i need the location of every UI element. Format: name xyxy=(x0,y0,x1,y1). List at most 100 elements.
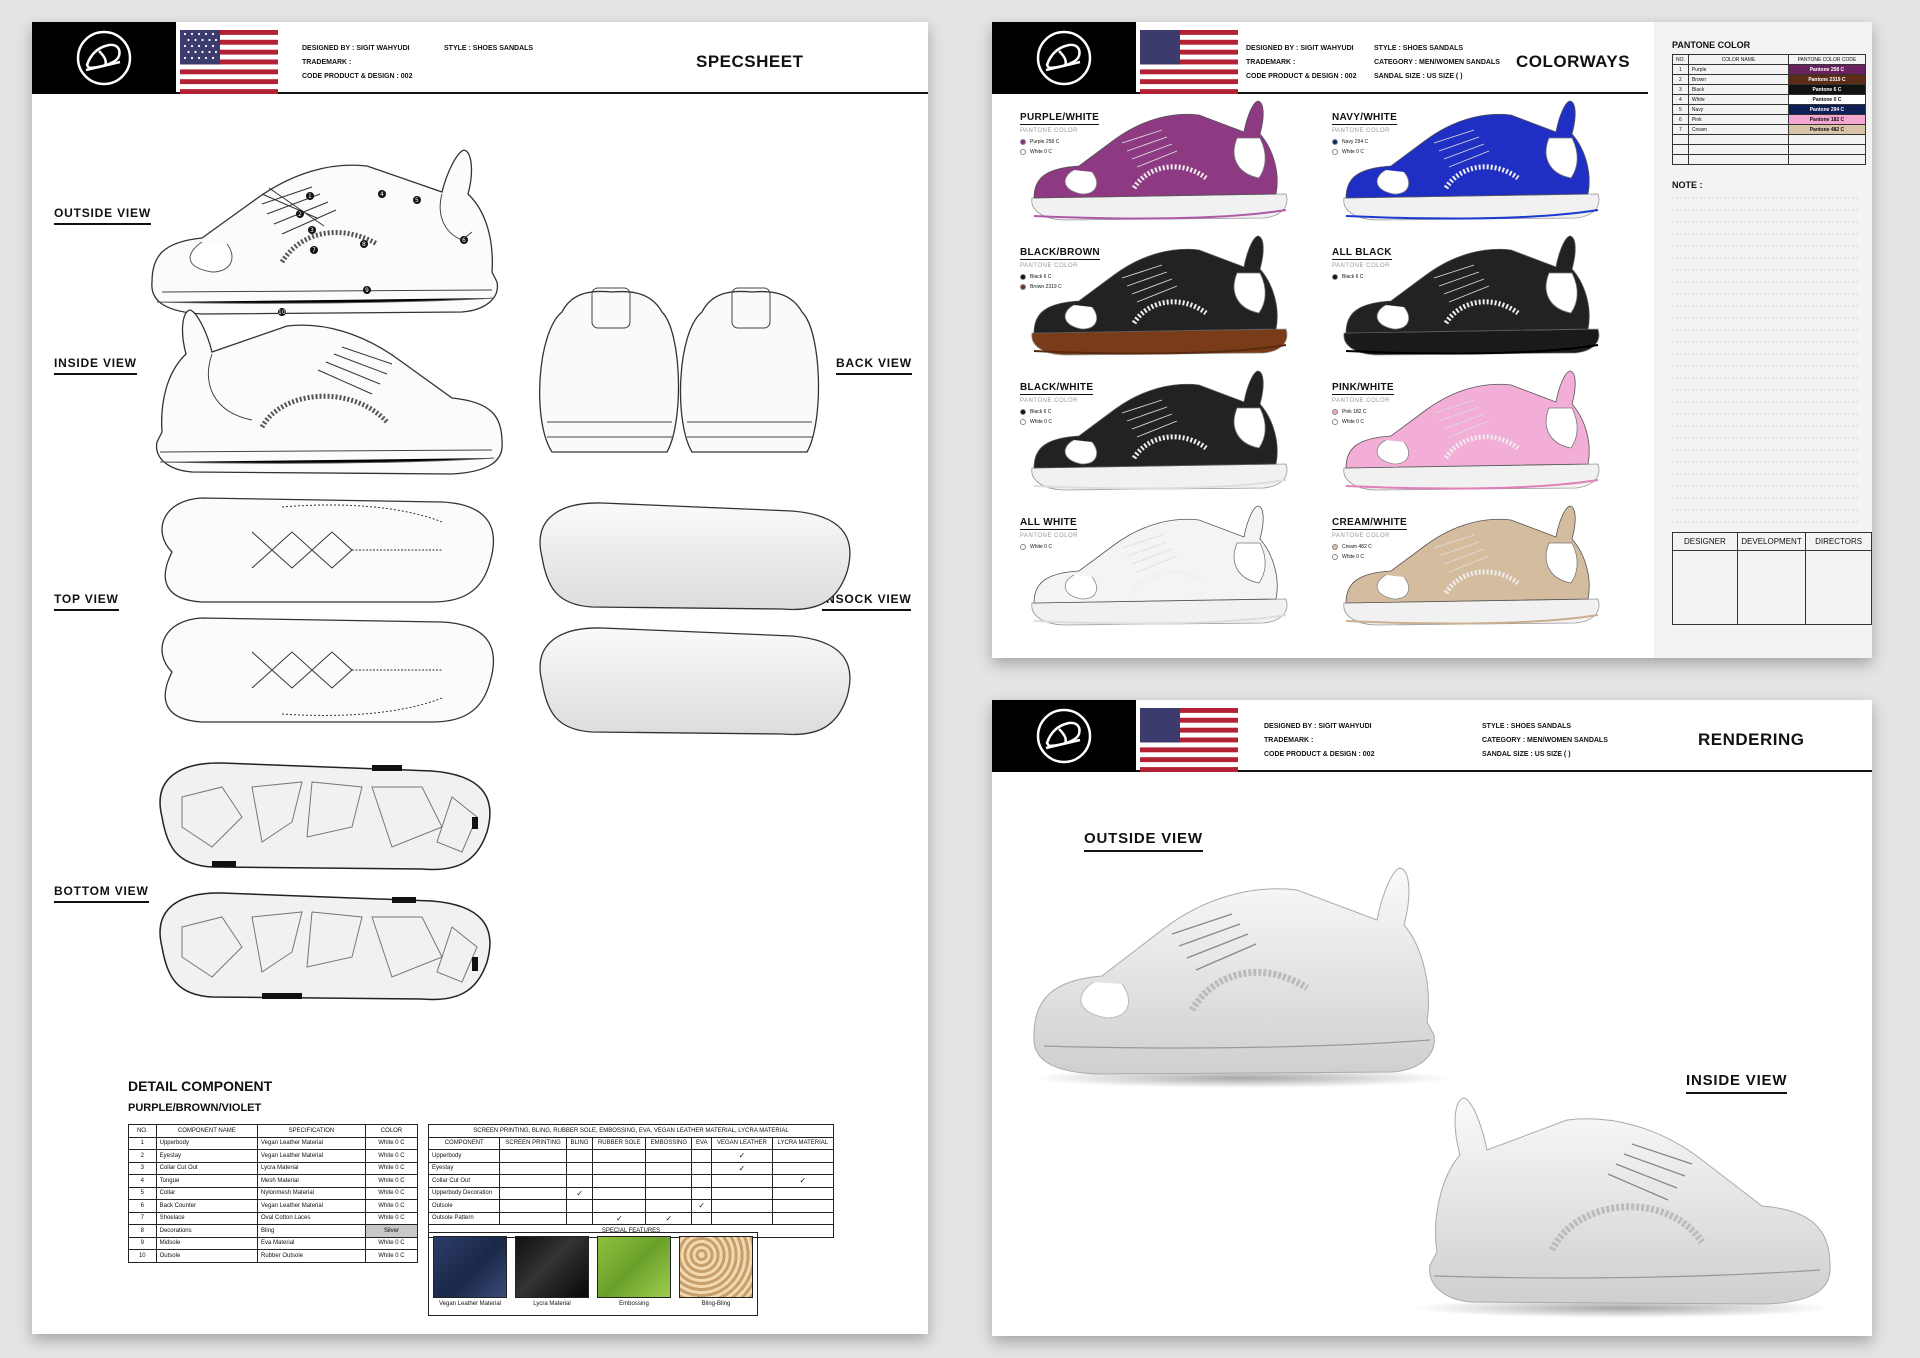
color-dot xyxy=(1332,139,1338,145)
svg-text:2: 2 xyxy=(298,211,302,218)
pantone-label: PANTONE COLOR xyxy=(1332,263,1390,269)
color-meta-left: DESIGNED BY : SIGIT WAHYUDI TRADEMARK : … xyxy=(1246,42,1356,84)
table-cell: 1 xyxy=(128,1136,157,1150)
color-dot xyxy=(1020,419,1026,425)
style: STYLE : SHOES SANDALS xyxy=(444,45,534,52)
sandal-logo-icon xyxy=(1036,708,1092,764)
check-mark xyxy=(499,1149,567,1163)
table-cell: 10 xyxy=(128,1249,157,1263)
note-label: NOTE : xyxy=(1672,180,1703,190)
colorway-shoe xyxy=(1343,235,1600,356)
top-view-drawing xyxy=(161,497,495,723)
table-header-cell: COLOR xyxy=(364,1124,419,1138)
product-code: CODE PRODUCT & DESIGN : 002 xyxy=(1246,73,1357,80)
check-mark: ✓ xyxy=(771,1174,835,1188)
color-header: DESIGNED BY : SIGIT WAHYUDI TRADEMARK : … xyxy=(992,22,1648,94)
signature-box xyxy=(1736,550,1807,625)
pantone-label: PANTONE COLOR xyxy=(1020,533,1078,539)
check-mark xyxy=(592,1186,647,1200)
feature-label: Vegan Leather Material xyxy=(438,1301,502,1307)
table-cell: White 0 C xyxy=(364,1136,419,1150)
swatch-row: Black 6 C xyxy=(1020,274,1051,280)
swatch-row: Brown 2319 C xyxy=(1020,284,1062,290)
pantone-label: PANTONE COLOR xyxy=(1332,533,1390,539)
trademark: TRADEMARK : xyxy=(1246,59,1296,66)
page-title: RENDERING xyxy=(1698,730,1805,749)
check-mark xyxy=(565,1199,594,1213)
table-header-cell: RUBBER SOLE xyxy=(592,1136,647,1150)
table-cell: Midsole xyxy=(155,1236,259,1250)
style: STYLE : SHOES SANDALS xyxy=(1374,45,1464,52)
colorway-name: PINK/WHITE xyxy=(1332,382,1394,395)
table-cell: 6 xyxy=(128,1199,157,1213)
pantone-label: PANTONE COLOR xyxy=(1332,398,1390,404)
colorway-name: NAVY/WHITE xyxy=(1332,112,1398,125)
swatch-label: White 0 C xyxy=(1030,544,1052,550)
table-header-cell: VEGAN LEATHER xyxy=(711,1136,773,1150)
swatch-label: Navy 294 C xyxy=(1342,139,1369,145)
check-mark: ✓ xyxy=(565,1186,594,1200)
detail-subtitle: PURPLE/BROWN/VIOLET xyxy=(128,1102,262,1114)
table-cell: Eva Material xyxy=(257,1236,366,1250)
render-meta-left: DESIGNED BY : SIGIT WAHYUDI TRADEMARK : … xyxy=(1264,720,1374,762)
pantone-code-cell: Pantone 258 C xyxy=(1787,64,1867,75)
check-mark xyxy=(645,1199,693,1213)
table-cell: Upperbody xyxy=(427,1149,501,1163)
render-inside-shoe xyxy=(1412,1097,1832,1318)
svg-text:9: 9 xyxy=(365,287,369,294)
table-row: Upperbody Decoration✓ xyxy=(427,1186,835,1200)
table-cell xyxy=(1672,144,1689,155)
table-row: Upperbody✓ xyxy=(427,1149,835,1163)
table-cell: 2 xyxy=(128,1149,157,1163)
label-insock-view: INSOCK VIEW xyxy=(822,592,912,611)
table-cell: Outsole xyxy=(155,1249,259,1263)
designed-by: DESIGNED BY : SIGIT WAHYUDI xyxy=(302,45,410,52)
table-cell xyxy=(1687,144,1789,155)
process-table: SCREEN PRINTING, BLING, RUBBER SOLE, EMB… xyxy=(427,1124,835,1238)
colorway-shoe xyxy=(1343,100,1600,221)
check-mark xyxy=(499,1186,567,1200)
table-cell: Shoelace xyxy=(155,1211,259,1225)
render-outside-shoe xyxy=(1032,867,1452,1088)
swatch-row: White 0 C xyxy=(1020,419,1052,425)
table-cell: 4 xyxy=(128,1174,157,1188)
table-cell: White 0 C xyxy=(364,1236,419,1250)
designed-by: DESIGNED BY : SIGIT WAHYUDI xyxy=(1264,723,1372,730)
check-mark xyxy=(711,1199,773,1213)
table-header-cell: PANTONE COLOR CODE xyxy=(1787,54,1867,65)
table-cell: Brown xyxy=(1687,74,1789,85)
table-cell: 7 xyxy=(128,1211,157,1225)
swatch-label: Cream 482 C xyxy=(1342,544,1372,550)
table-cell: Collar xyxy=(155,1186,259,1200)
material-sample xyxy=(433,1236,507,1298)
table-cell: White 0 C xyxy=(364,1174,419,1188)
us-flag-icon xyxy=(1140,30,1238,94)
svg-text:3: 3 xyxy=(310,227,314,234)
check-mark xyxy=(565,1174,594,1188)
color-dot xyxy=(1020,149,1026,155)
check-mark xyxy=(711,1211,773,1225)
feature-swatch: Embossing xyxy=(596,1236,672,1307)
table-cell: Vegan Leather Material xyxy=(257,1149,366,1163)
check-mark xyxy=(499,1211,567,1225)
page-title: COLORWAYS xyxy=(1516,52,1631,71)
category: CATEGORY : MEN/WOMEN SANDALS xyxy=(1374,59,1500,66)
colorway-shoe xyxy=(1031,100,1288,221)
table-cell xyxy=(1672,134,1689,145)
table-row: Outsole Pattern✓✓ xyxy=(427,1211,835,1225)
table-header-cell: COMPONENT NAME xyxy=(155,1124,259,1138)
detail-title: DETAIL COMPONENT xyxy=(128,1078,273,1094)
table-header-cell: SPECIFICATION xyxy=(257,1124,366,1138)
category: CATEGORY : MEN/WOMEN SANDALS xyxy=(1482,737,1608,744)
swatch-row: Navy 294 C xyxy=(1332,139,1368,145)
table-cell: 3 xyxy=(1672,84,1689,95)
table-cell: 5 xyxy=(1672,104,1689,115)
label-bottom-view: BOTTOM VIEW xyxy=(54,884,149,903)
check-mark xyxy=(771,1211,835,1225)
